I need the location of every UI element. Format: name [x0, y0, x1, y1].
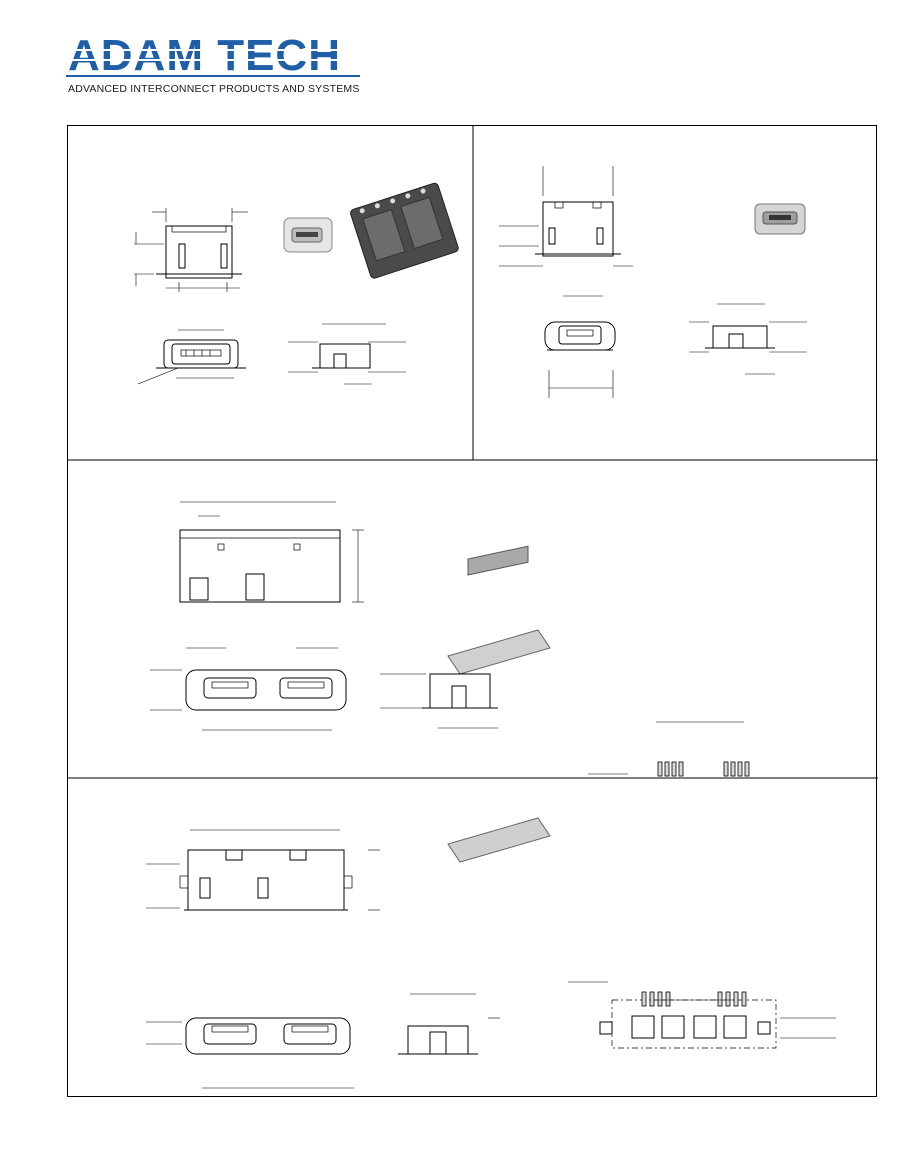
side-view-drawing: [288, 323, 406, 385]
brand-logo: ADAM TECH: [66, 30, 366, 100]
brand-tagline: ADVANCED INTERCONNECT PRODUCTS AND SYSTE…: [68, 83, 360, 95]
panel-1-drawing: [134, 182, 459, 385]
plan-view-drawing: [137, 329, 246, 385]
plan-view-drawing: [544, 295, 616, 398]
front-view-drawing: [134, 208, 248, 292]
panel-micro-usb-b-alt: [473, 126, 878, 460]
panel-micro-usb-b-reel: [68, 126, 473, 460]
drawing-sheet: [67, 125, 878, 1098]
connector-photo: [283, 217, 333, 253]
panel-4-drawing: [146, 817, 836, 1089]
front-view-drawing: [179, 501, 364, 603]
connector-photo: [447, 817, 551, 863]
panel-micro-usb3-b: [68, 460, 878, 778]
front-view-drawing: [146, 829, 380, 911]
svg-text:ADAM TECH: ADAM TECH: [68, 31, 341, 80]
pcb-layout-drawing: [588, 721, 750, 777]
panel-2-drawing: [499, 166, 807, 398]
logo-graphic: ADAM TECH: [66, 31, 362, 80]
side-view-drawing: [398, 993, 500, 1055]
panel-micro-usb3-b-variant: [68, 778, 878, 1098]
connector-photo: [754, 203, 806, 235]
side-view-drawing: [689, 303, 807, 375]
side-view-drawing: [380, 673, 498, 729]
plan-view-drawing: [150, 647, 347, 731]
tape-and-reel-photo: [350, 182, 459, 279]
plan-view-drawing: [146, 1017, 354, 1089]
pcb-layout-drawing: [568, 981, 836, 1049]
connector-photo: [447, 545, 551, 675]
sheet-grid: [68, 126, 878, 779]
panel-3-drawing: [150, 501, 750, 777]
front-view-drawing: [499, 166, 633, 267]
